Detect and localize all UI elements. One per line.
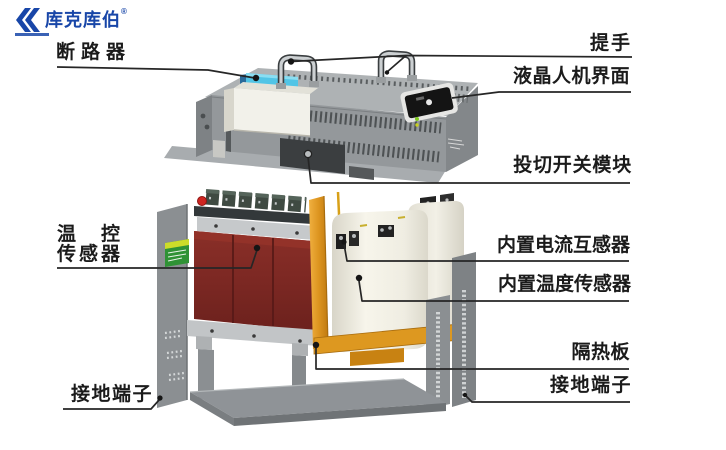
top-enclosure xyxy=(164,50,478,183)
callout-circuit-breaker: 断路器 xyxy=(56,42,132,63)
callout-current-transformer: 内置电流互感器 xyxy=(496,235,630,256)
callout-heat-insulation-board: 隔热板 xyxy=(571,342,630,363)
brand-k-icon xyxy=(16,8,40,32)
callout-ground-terminal-right: 接地端子 xyxy=(549,375,632,396)
reactor-unit xyxy=(187,189,323,403)
callout-temp-control-line2: 传感器 xyxy=(57,244,124,265)
leader-lines xyxy=(56,54,633,410)
callout-temp-control-sensor: 温 控 传感器 xyxy=(57,225,123,265)
capacitor-front xyxy=(332,191,428,353)
breaker-housing xyxy=(224,82,318,137)
base-plate xyxy=(189,378,446,426)
lcd-panel-part xyxy=(400,82,458,123)
registered-mark: ® xyxy=(121,7,127,16)
green-label xyxy=(165,239,189,267)
left-side-panel xyxy=(157,204,189,408)
insulation-board-part xyxy=(309,195,329,349)
handle-right-part xyxy=(376,50,417,83)
callout-temperature-sensor: 内置温度传感器 xyxy=(497,274,631,295)
capacitor-base-bracket xyxy=(313,323,461,366)
logo-tagline-strip xyxy=(15,33,49,36)
handle-left-part xyxy=(276,54,319,89)
callout-ground-terminal-left: 接地端子 xyxy=(71,384,154,405)
callout-temp-control-line1: 温 控 xyxy=(57,224,124,245)
callout-switching-module: 投切开关模块 xyxy=(513,155,632,176)
callout-lcd-hmi: 液晶人机界面 xyxy=(512,66,630,87)
brand-logo: 库克库伯 ® xyxy=(14,7,127,33)
callout-handle: 提手 xyxy=(589,33,632,54)
brand-name: 库克库伯 xyxy=(45,10,121,30)
switching-module-part xyxy=(280,138,374,180)
